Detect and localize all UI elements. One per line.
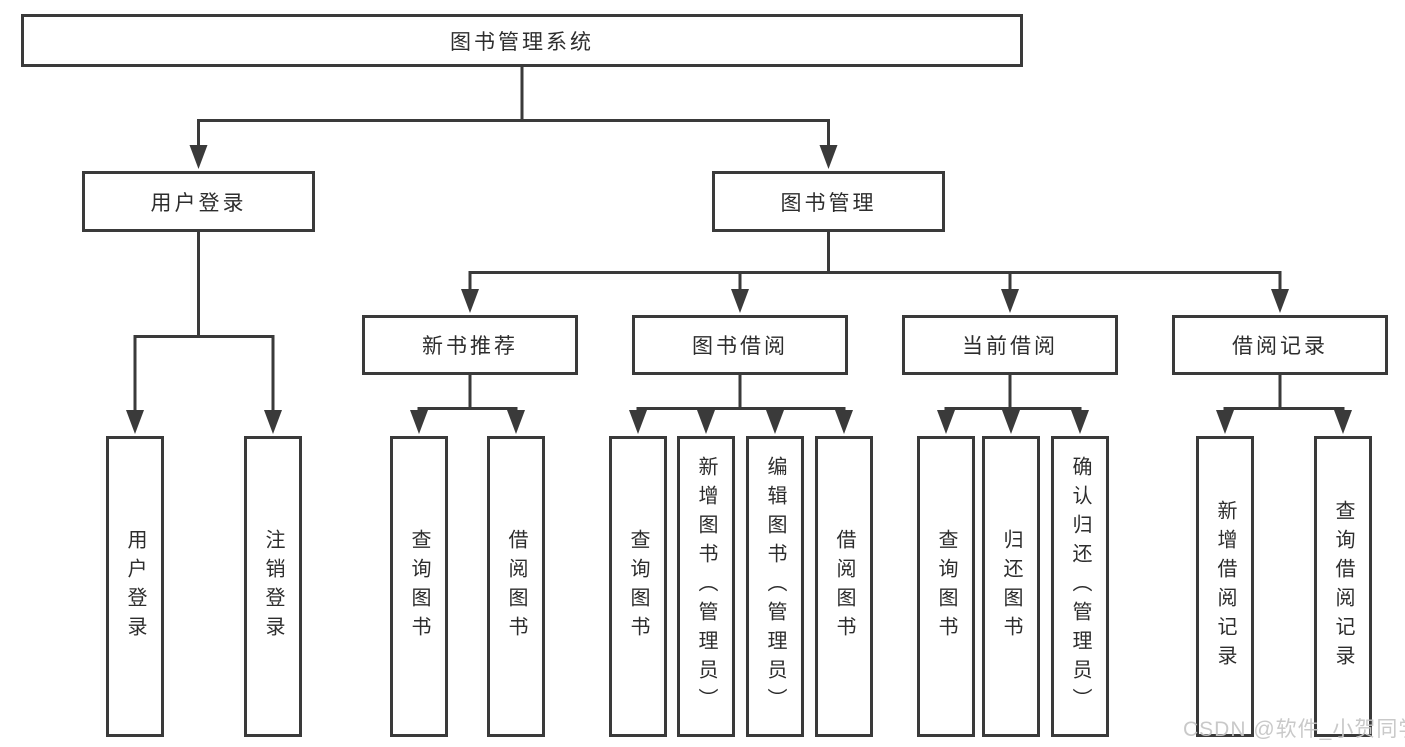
node-label: 用户登录	[150, 191, 247, 215]
node-book-management: 图书管理	[712, 171, 945, 232]
leaf-borrow-edit-book-admin: 编辑图书（管理员）	[746, 436, 804, 737]
node-new-book-recommend: 新书推荐	[362, 315, 578, 375]
node-label: 归还图书	[1000, 528, 1022, 645]
node-book-management-system: 图书管理系统	[21, 14, 1023, 67]
leaf-current-confirm-return-admin: 确认归还（管理员）	[1051, 436, 1109, 737]
node-label: 查询图书	[627, 528, 649, 645]
arrowheads	[126, 145, 1352, 434]
node-label: 图书借阅	[692, 335, 788, 358]
node-borrowing-records: 借阅记录	[1172, 315, 1388, 375]
node-label: 确认归还（管理员）	[1069, 456, 1091, 717]
leaf-records-query-record: 查询借阅记录	[1314, 436, 1372, 737]
leaf-user-login: 用户登录	[106, 436, 164, 737]
node-label: 当前借阅	[962, 335, 1058, 358]
node-label: 新增借阅记录	[1214, 499, 1236, 674]
node-label: 新书推荐	[422, 335, 518, 358]
node-label: 新增图书（管理员）	[695, 456, 717, 717]
node-book-borrowing: 图书借阅	[632, 315, 848, 375]
node-label: 注销登录	[262, 528, 284, 645]
node-label: 借阅图书	[833, 528, 855, 645]
node-label: 图书管理	[780, 191, 877, 215]
leaf-records-add-record: 新增借阅记录	[1196, 436, 1254, 737]
node-label: 用户登录	[124, 528, 146, 645]
leaf-newbook-query-books: 查询图书	[390, 436, 448, 737]
node-label: 查询图书	[408, 528, 430, 645]
leaf-borrow-borrow-books: 借阅图书	[815, 436, 873, 737]
leaf-current-query-books: 查询图书	[917, 436, 975, 737]
csdn-watermark: CSDN @软件_小贺同学	[1183, 718, 1405, 741]
node-label: 借阅图书	[505, 528, 527, 645]
tree-edges	[133, 67, 1345, 413]
node-label: 查询借阅记录	[1332, 499, 1354, 674]
node-label: 图书管理系统	[450, 30, 594, 54]
leaf-borrow-add-book-admin: 新增图书（管理员）	[677, 436, 735, 737]
leaf-newbook-borrow-books: 借阅图书	[487, 436, 545, 737]
node-current-borrowing: 当前借阅	[902, 315, 1118, 375]
node-label: 查询图书	[935, 528, 957, 645]
leaf-logout: 注销登录	[244, 436, 302, 737]
node-label: 借阅记录	[1232, 335, 1328, 358]
node-user-login: 用户登录	[82, 171, 315, 232]
leaf-current-return-books: 归还图书	[982, 436, 1040, 737]
leaf-borrow-query-books: 查询图书	[609, 436, 667, 737]
node-label: 编辑图书（管理员）	[764, 456, 786, 717]
